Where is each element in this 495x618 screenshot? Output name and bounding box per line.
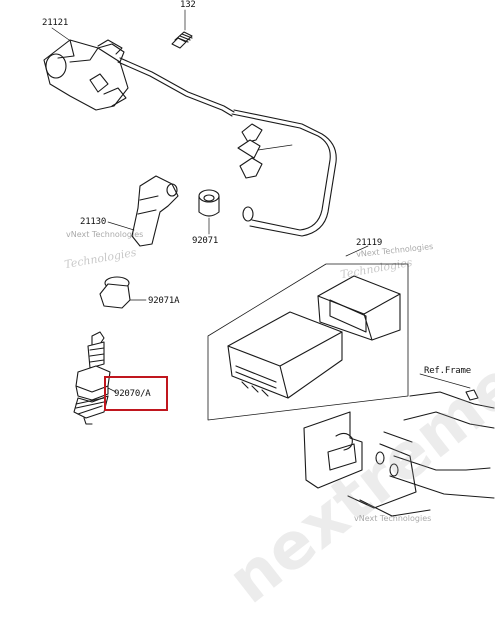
cdi-unit-21119 [207,245,409,421]
highlight-box-92070a [104,376,168,411]
cap-92071a [99,276,147,309]
label-92070a: 92070/A [114,389,151,399]
spark-plug-92070a [73,331,117,425]
bolt-132 [171,9,193,49]
ht-lead [231,109,337,237]
label-92071: 92071 [192,236,219,246]
clamp-group [237,123,293,179]
ignition-coil-21121 [43,27,235,117]
watermark-vnext-1: vNext Technologies [66,230,144,239]
watermark-vnext-3: vNext Technologies [354,514,432,523]
label-21121: 21121 [42,18,69,28]
label-21119: 21119 [356,238,383,248]
frame-bracket [303,373,495,517]
label-132: 132 [180,0,196,10]
parts-diagram [43,9,495,517]
label-21130: 21130 [80,217,107,227]
plug-cap-21130 [107,175,179,247]
label-92071a: 92071A [148,296,180,306]
grommet-92071 [198,189,220,235]
label-ref-frame: Ref.Frame [424,366,471,376]
